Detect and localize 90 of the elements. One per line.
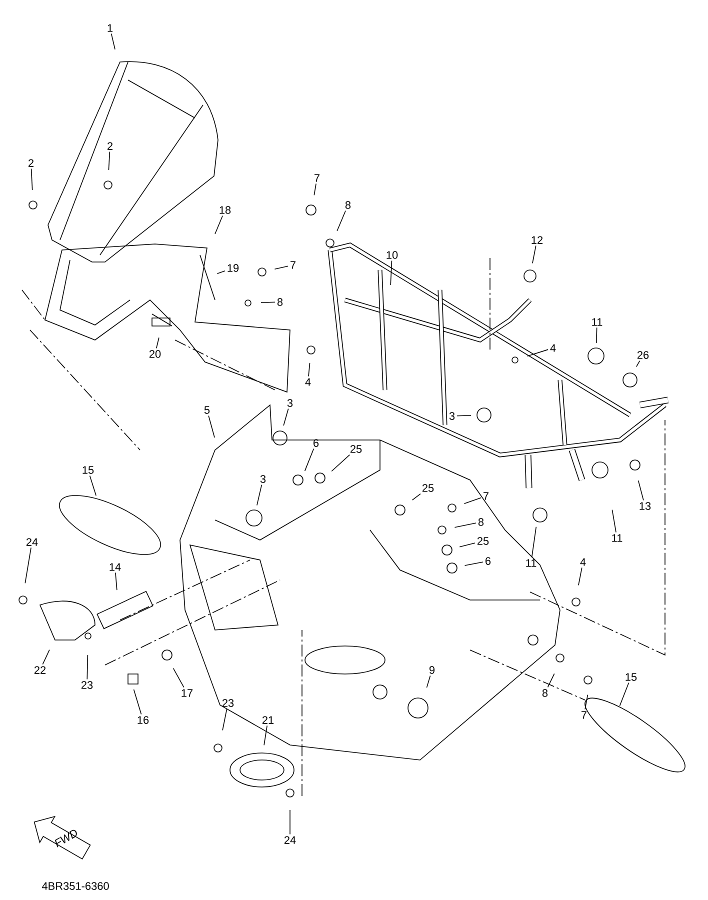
leader-line bbox=[531, 526, 537, 558]
callout-number: 10 bbox=[386, 251, 398, 259]
callout-number: 25 bbox=[422, 484, 434, 492]
callout-number: 4 bbox=[550, 344, 556, 352]
callout-number: 18 bbox=[220, 206, 231, 214]
leader-line bbox=[426, 675, 431, 688]
leader-line bbox=[547, 673, 555, 688]
callout-number: 2 bbox=[28, 159, 34, 167]
leader-line bbox=[42, 649, 50, 665]
leader-line bbox=[216, 270, 226, 274]
callout-number: 15 bbox=[82, 466, 94, 474]
leader-line bbox=[390, 260, 392, 286]
callout-number: 8 bbox=[542, 689, 548, 697]
leader-line bbox=[89, 475, 96, 496]
callout-number: 11 bbox=[526, 559, 536, 567]
callout-number: 1 bbox=[108, 24, 113, 32]
callout-number: 8 bbox=[277, 298, 283, 306]
callout-number: 7 bbox=[314, 174, 320, 182]
callout-number: 5 bbox=[204, 406, 210, 414]
leader-line bbox=[222, 708, 228, 731]
callout-number: 3 bbox=[260, 475, 266, 483]
callout-number: 6 bbox=[486, 557, 491, 565]
leader-line bbox=[459, 542, 476, 548]
leader-line bbox=[584, 694, 588, 710]
leader-line bbox=[30, 168, 33, 190]
callout-number: 2 bbox=[108, 142, 112, 150]
leader-line bbox=[636, 360, 640, 368]
leader-line bbox=[456, 415, 472, 416]
leader-line bbox=[532, 245, 536, 264]
leader-line bbox=[412, 493, 421, 500]
leader-line bbox=[214, 215, 223, 234]
leader-line bbox=[314, 183, 316, 196]
callout-number: 23 bbox=[81, 681, 93, 689]
leader-line bbox=[578, 567, 582, 586]
callout-number: 14 bbox=[110, 563, 121, 571]
callout-number: 9 bbox=[429, 666, 435, 674]
leader-line bbox=[336, 210, 346, 232]
callout-number: 3 bbox=[287, 399, 293, 407]
callout-number: 20 bbox=[149, 350, 161, 358]
leader-line bbox=[260, 302, 276, 303]
callout-number: 7 bbox=[582, 711, 586, 719]
callout-number: 7 bbox=[290, 261, 296, 269]
leader-line bbox=[256, 484, 262, 506]
callout-number: 19 bbox=[228, 264, 239, 272]
leader-line bbox=[110, 33, 116, 50]
callout-number: 11 bbox=[592, 318, 602, 326]
callout-number: 12 bbox=[532, 236, 543, 244]
leader-line bbox=[527, 349, 548, 356]
callout-number: 24 bbox=[284, 836, 296, 844]
leader-line bbox=[612, 509, 616, 533]
callout-number: 8 bbox=[478, 518, 484, 526]
callout-number: 4 bbox=[580, 558, 586, 566]
leader-line bbox=[454, 522, 476, 528]
callout-number: 17 bbox=[182, 689, 193, 697]
callout-number: 25 bbox=[477, 537, 489, 545]
leader-line bbox=[304, 448, 314, 472]
callout-number: 16 bbox=[138, 716, 149, 724]
callout-number: 21 bbox=[262, 716, 274, 724]
callout-number: 13 bbox=[640, 502, 651, 510]
leader-line bbox=[156, 337, 160, 349]
leader-line bbox=[596, 327, 598, 344]
callout-number: 11 bbox=[612, 534, 622, 542]
callout-number: 24 bbox=[26, 538, 38, 546]
callout-number: 22 bbox=[34, 666, 46, 674]
leader-line bbox=[108, 151, 110, 170]
callout-number: 15 bbox=[626, 673, 637, 681]
leader-line bbox=[133, 689, 142, 715]
leader-line bbox=[308, 362, 310, 377]
callout-number: 8 bbox=[345, 201, 351, 209]
leader-line bbox=[172, 668, 184, 688]
callout-number: 25 bbox=[350, 445, 362, 453]
callout-number: 26 bbox=[637, 351, 649, 359]
leader-line bbox=[464, 497, 482, 504]
leader-line bbox=[24, 547, 32, 584]
leader-line bbox=[464, 562, 484, 566]
callout-number: 23 bbox=[222, 699, 234, 707]
leader-line bbox=[283, 408, 289, 426]
leader-line bbox=[208, 415, 215, 438]
callout-number: 6 bbox=[314, 439, 319, 447]
callout-number: 7 bbox=[484, 492, 488, 500]
leader-line bbox=[86, 654, 88, 680]
callout-number: 4 bbox=[305, 378, 311, 386]
callout-number: 3 bbox=[449, 412, 455, 420]
leader-line bbox=[331, 454, 350, 472]
leader-line bbox=[638, 480, 644, 501]
leader-line bbox=[274, 266, 288, 270]
leader-line bbox=[264, 725, 268, 746]
part-number: 4BR351-6360 bbox=[42, 882, 109, 890]
leader-line bbox=[115, 572, 118, 590]
leader-line bbox=[619, 682, 630, 706]
